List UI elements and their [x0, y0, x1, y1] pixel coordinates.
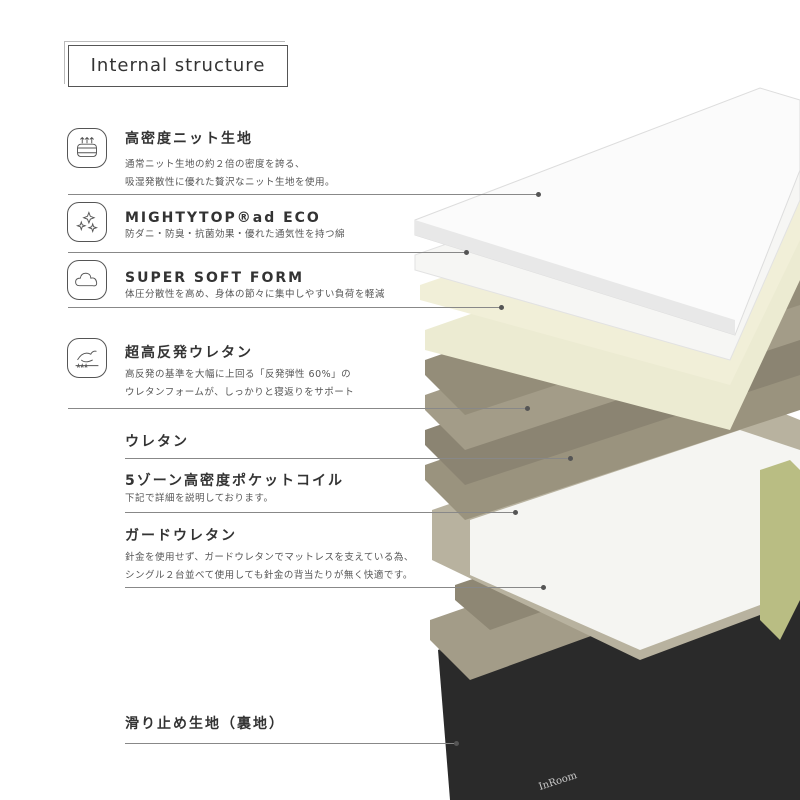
feature-desc: 針金を使用せず、ガードウレタンでマットレスを支えている為、 [125, 552, 414, 563]
feature-desc: 体圧分散性を高め、身体の節々に集中しやすい負荷を軽減 [125, 289, 385, 300]
leader-dot [499, 305, 504, 310]
feature-mightytop: MIGHTYTOP®ad ECO 防ダニ・防臭・抗菌効果・優れた通気性を持つ綿 [125, 210, 345, 244]
sparkle-icon [67, 202, 107, 242]
feature-high-rebound-urethane: 超高反発ウレタン高反発の基準を大幅に上回る「反発弾性 60%」のウレタンフォーム… [125, 342, 354, 402]
feature-desc: シングル２台並べて使用しても針金の背当たりが無く快適です。 [125, 570, 413, 581]
cloud-icon [67, 260, 107, 300]
leader-dot [513, 510, 518, 515]
feature-knit-fabric: 高密度ニット生地通常ニット生地の約２倍の密度を誇る、吸湿発散性に優れた贅沢なニッ… [125, 128, 335, 192]
feature-desc: 通常ニット生地の約２倍の密度を誇る、 [125, 159, 306, 170]
section-title: Internal structure [64, 41, 288, 87]
feature-urethane: ウレタン [125, 431, 189, 451]
leader-dot [536, 192, 541, 197]
leader-dot [568, 456, 573, 461]
feature-heading: 超高反発ウレタン [125, 345, 253, 361]
leader-line [125, 512, 515, 513]
knit-fabric-icon [67, 128, 107, 168]
feature-heading: SUPER SOFT FORM [125, 270, 305, 286]
section-title-text: Internal structure [90, 55, 266, 76]
feature-heading: ガードウレタン [125, 528, 237, 544]
feature-heading: 滑り止め生地（裏地） [125, 716, 285, 732]
feature-pocket-coil: 5ゾーン高密度ポケットコイル下記で詳細を説明しております。 [125, 470, 344, 508]
feature-desc: ウレタンフォームが、しっかりと寝返りをサポート [125, 387, 355, 398]
feature-desc: 下記で詳細を説明しております。 [125, 493, 274, 504]
leader-line [68, 307, 500, 308]
feature-heading: MIGHTYTOP®ad ECO [125, 210, 321, 226]
pocket-coils [470, 430, 800, 650]
feature-super-soft-form: SUPER SOFT FORM 体圧分散性を高め、身体の節々に集中しやすい負荷を軽… [125, 270, 385, 304]
rebound-icon [67, 338, 107, 378]
leader-line [125, 743, 456, 744]
leader-line [68, 194, 538, 195]
feature-anti-slip-fabric: 滑り止め生地（裏地） [125, 713, 285, 733]
leader-dot [454, 741, 459, 746]
leader-dot [541, 585, 546, 590]
feature-heading: 5ゾーン高密度ポケットコイル [125, 473, 345, 489]
feature-guard-urethane: ガードウレタン針金を使用せず、ガードウレタンでマットレスを支えている為、シングル… [125, 525, 414, 585]
leader-dot [464, 250, 469, 255]
leader-line [68, 252, 466, 253]
feature-desc: 吸湿発散性に優れた贅沢なニット生地を使用。 [125, 177, 336, 188]
leader-line [68, 408, 528, 409]
feature-heading: 高密度ニット生地 [125, 131, 253, 147]
leader-line [125, 587, 543, 588]
feature-desc: 高反発の基準を大幅に上回る「反発弾性 60%」の [125, 369, 352, 380]
feature-desc: 防ダニ・防臭・抗菌効果・優れた通気性を持つ綿 [125, 229, 346, 240]
leader-dot [525, 406, 530, 411]
leader-line [125, 458, 570, 459]
feature-heading: ウレタン [125, 434, 189, 450]
